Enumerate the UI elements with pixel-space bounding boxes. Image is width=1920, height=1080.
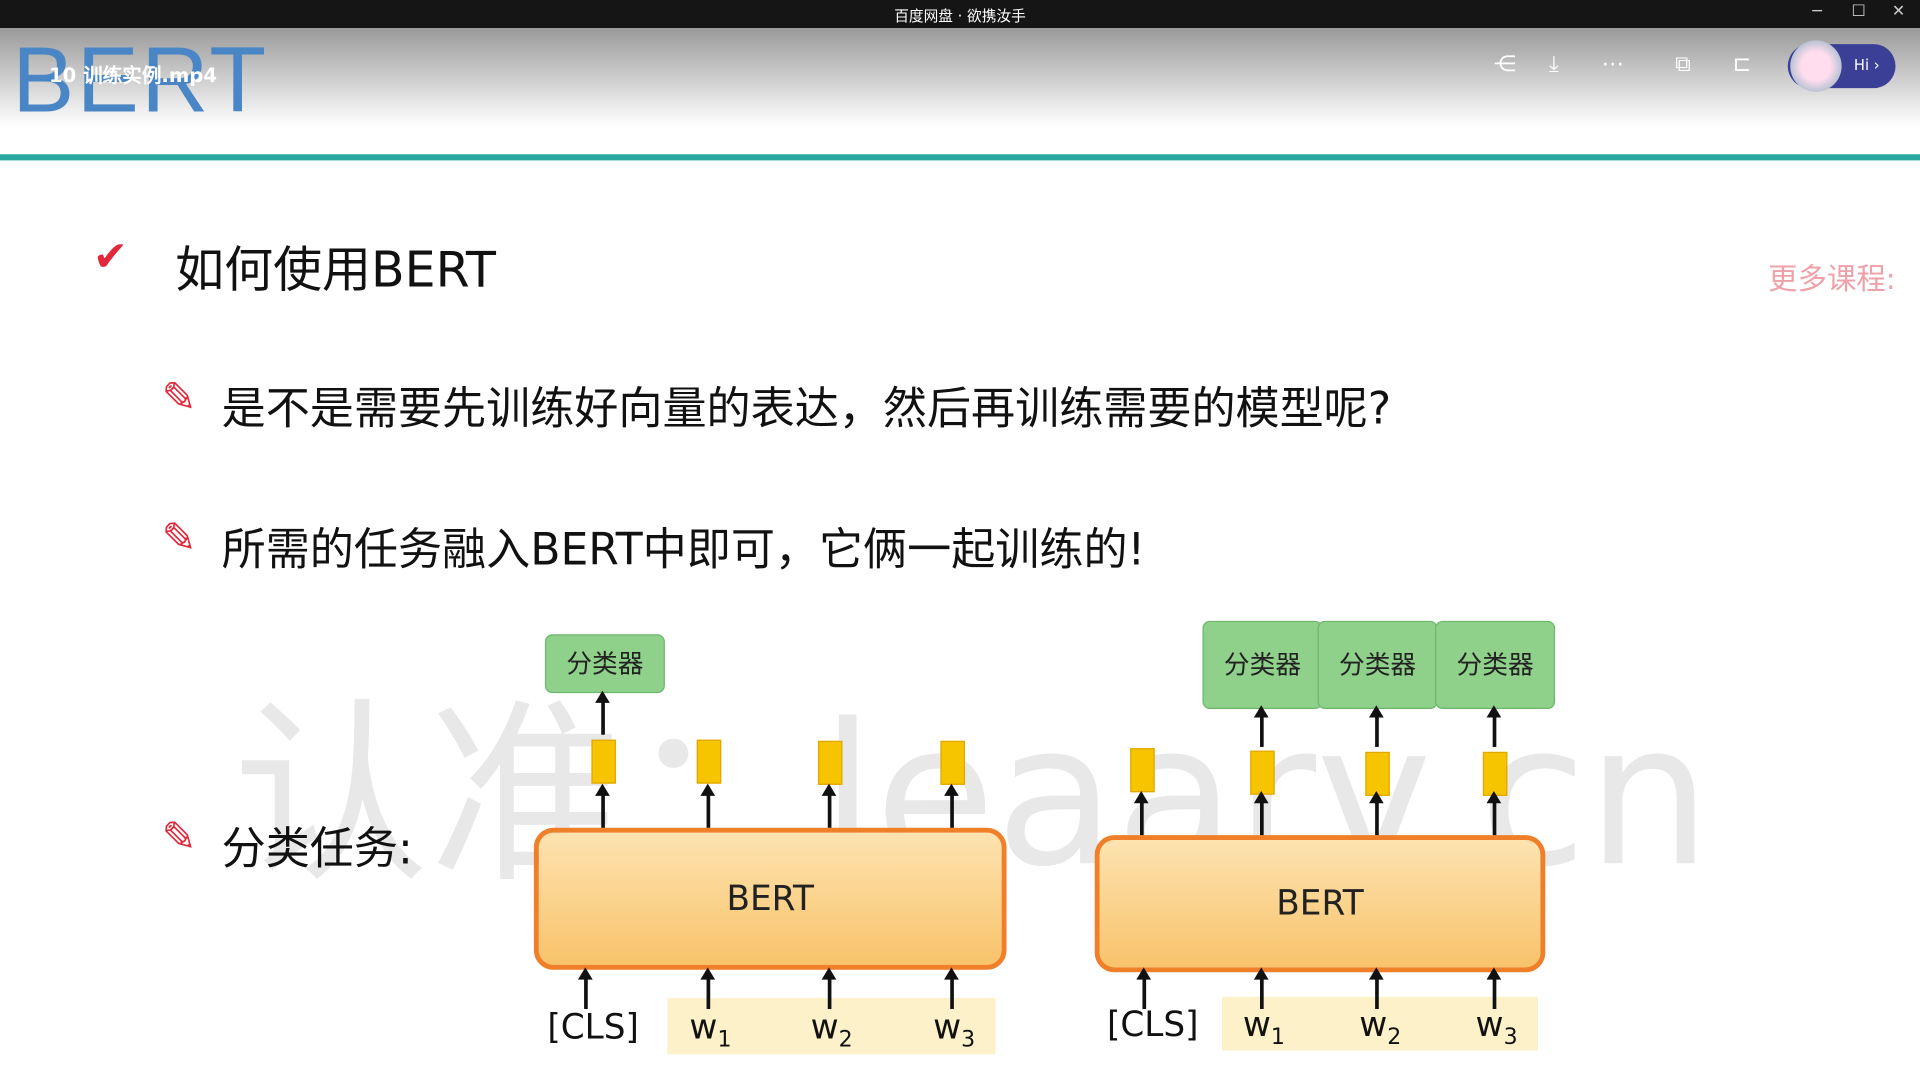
bert-model-box: BERT <box>533 827 1007 970</box>
minimize-button[interactable]: ─ <box>1812 2 1822 21</box>
more-icon[interactable]: ⋯ <box>1601 51 1624 78</box>
token-sub: 2 <box>1387 1024 1402 1051</box>
arrow-icon <box>821 783 837 828</box>
output-vector <box>940 740 965 785</box>
token-sub: 1 <box>717 1026 732 1053</box>
arrow-icon <box>1133 791 1149 836</box>
token-text: w <box>689 1006 718 1047</box>
bert-model-box: BERT <box>1094 835 1546 973</box>
output-vector <box>1130 748 1155 793</box>
token-w1: w1 <box>1243 1004 1285 1050</box>
output-vector <box>591 739 616 784</box>
token-text: w <box>1475 1004 1504 1045</box>
arrow-icon <box>1136 967 1152 1009</box>
arrow-icon <box>1368 705 1384 747</box>
classifier-box: 分类器 <box>1317 620 1438 709</box>
token-sub: 2 <box>838 1026 853 1053</box>
classifier-box: 分类器 <box>1435 620 1556 709</box>
token-text: w <box>1359 1004 1388 1045</box>
window-title: 百度网盘 · 欲携汝手 <box>894 7 1026 25</box>
close-button[interactable]: ✕ <box>1891 2 1906 21</box>
classifier-box: 分类器 <box>544 634 665 694</box>
token-sub: 1 <box>1270 1024 1285 1051</box>
player-header <box>0 28 1920 127</box>
arrow-icon <box>595 783 610 828</box>
assistant-avatar[interactable] <box>1790 40 1842 92</box>
token-cls: [CLS] <box>547 1006 639 1047</box>
picture-in-picture-icon[interactable]: ⧉ <box>1675 51 1691 78</box>
token-text: w <box>810 1006 839 1047</box>
arrow-icon <box>944 783 959 828</box>
arrow-icon <box>1486 967 1502 1009</box>
slide-heading: 如何使用BERT <box>175 242 496 299</box>
bullet-2: 所需的任务融入BERT中即可，它俩一起训练的! <box>221 525 1146 576</box>
arrow-icon <box>821 967 837 1009</box>
classifier-box: 分类器 <box>1202 620 1323 709</box>
download-icon[interactable]: ⤓ <box>1548 51 1559 78</box>
token-w2: w2 <box>811 1007 853 1053</box>
arrow-icon <box>1253 791 1269 836</box>
arrow-icon <box>1253 967 1269 1009</box>
arrow-icon <box>1368 967 1384 1009</box>
share-icon[interactable]: ⋲ <box>1493 51 1516 78</box>
title-bar: 百度网盘 · 欲携汝手 ─ ☐ ✕ <box>0 0 1920 29</box>
output-vector <box>1482 751 1508 796</box>
pencil-icon: ✎ <box>161 373 197 423</box>
arrow-icon <box>1253 705 1269 747</box>
token-highlight <box>1222 996 1538 1051</box>
token-w2: w2 <box>1359 1004 1401 1050</box>
side-note: 更多课程: <box>1768 262 1896 297</box>
arrow-icon <box>700 967 716 1009</box>
file-name: 10 训练实例.mp4 <box>48 63 217 87</box>
checkmark-icon: ✔ <box>93 232 128 282</box>
token-w3: w3 <box>933 1007 975 1053</box>
hi-label: Hi › <box>1853 56 1880 74</box>
pencil-icon: ✎ <box>161 514 197 564</box>
output-vector <box>1250 750 1275 795</box>
arrow-icon <box>577 967 593 1009</box>
token-text: w <box>933 1006 962 1047</box>
token-text: w <box>1242 1004 1271 1045</box>
arrow-icon <box>1486 705 1502 747</box>
maximize-button[interactable]: ☐ <box>1851 2 1866 21</box>
arrow-icon <box>1486 791 1502 836</box>
bullet-1: 是不是需要先训练好向量的表达，然后再训练需要的模型呢? <box>221 384 1392 435</box>
output-vector <box>1365 751 1390 796</box>
arrow-icon <box>1368 791 1384 836</box>
bullet-3: 分类任务: <box>221 824 413 875</box>
pin-icon[interactable]: ⊏ <box>1732 51 1752 78</box>
output-vector <box>696 739 722 784</box>
pencil-icon: ✎ <box>161 813 197 863</box>
output-vector <box>817 740 843 785</box>
arrow-icon <box>700 783 716 828</box>
token-sub: 3 <box>1503 1024 1518 1051</box>
token-w1: w1 <box>689 1007 731 1053</box>
slide-logo: BERT <box>12 28 269 133</box>
token-w3: w3 <box>1476 1004 1518 1050</box>
arrow-icon <box>595 690 610 735</box>
token-cls: [CLS] <box>1106 1004 1199 1045</box>
arrow-icon <box>944 967 959 1009</box>
slide-divider <box>0 154 1920 161</box>
token-sub: 3 <box>961 1026 976 1053</box>
